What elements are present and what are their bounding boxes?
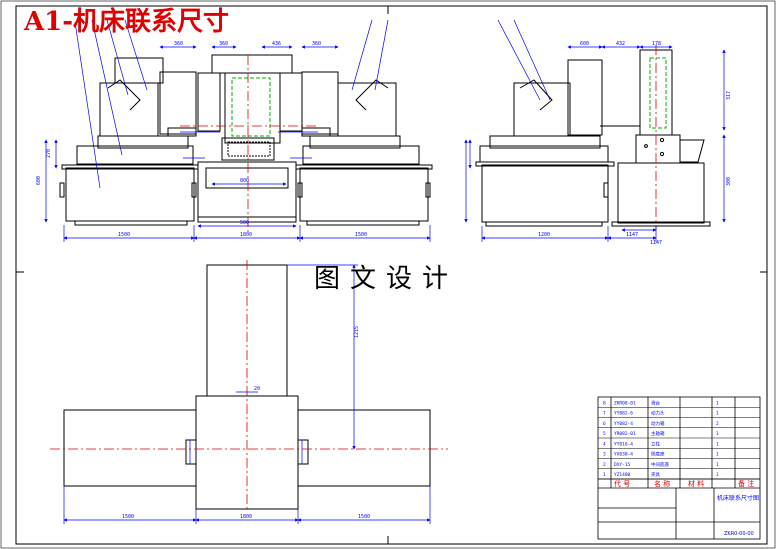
- plan-view-dim-text: 1500 1800 1500 1215 20: [122, 326, 370, 520]
- bom-cell-name: 侧底座: [651, 451, 665, 458]
- bom-cell-name: 动力箱: [651, 420, 665, 427]
- side-view-hidden-lines: [649, 57, 667, 129]
- bom-cell-name: 中间底座: [651, 461, 669, 468]
- bom-cell-qty: 2: [716, 421, 719, 427]
- bom-cell-no: 8: [603, 400, 606, 406]
- bom-cell-no: 2: [603, 462, 606, 468]
- bom-cell-qty: 1: [716, 411, 719, 417]
- svg-text:1500: 1500: [118, 232, 130, 238]
- svg-text:436: 436: [272, 41, 281, 47]
- bom-cell-no: 4: [603, 441, 606, 447]
- svg-text:600: 600: [36, 176, 42, 185]
- front-view: [59, 54, 433, 226]
- bom-cell-code: YX030-4: [614, 452, 633, 458]
- svg-text:1500: 1500: [355, 232, 367, 238]
- title-block: [597, 396, 761, 540]
- svg-text:432: 432: [616, 41, 625, 47]
- svg-text:1500: 1500: [358, 514, 370, 520]
- svg-text:材 料: 材 料: [688, 479, 704, 488]
- svg-text:1500: 1500: [122, 514, 134, 520]
- bom-cell-qty: 1: [716, 441, 719, 447]
- svg-text:代 号: 代 号: [614, 479, 630, 488]
- bom-cell-code: YY082-4: [614, 421, 633, 427]
- svg-text:800: 800: [240, 178, 249, 184]
- plan-view-centerlines: [50, 260, 448, 512]
- side-view: [475, 49, 711, 227]
- bom-cell-no: 6: [603, 421, 606, 427]
- front-view-centerlines: [180, 55, 316, 232]
- bom-rows: 8 ZKR08-01 滑台 1 7 YY082-6 动力头 1 6 YY082-4 动力箱 2 5 YR0…: [598, 399, 760, 480]
- title-block-text: 代 号 名 称 材 料 备 注 机床联系尺寸图 ZKR0-00-00: [614, 479, 759, 537]
- svg-text:360: 360: [312, 41, 321, 47]
- front-view-dim-text: 1500 1800 1500 500 800 360 360 436 360 2…: [36, 41, 367, 238]
- svg-text:1800: 1800: [240, 514, 252, 520]
- svg-text:机床联系尺寸图: 机床联系尺寸图: [717, 494, 759, 502]
- svg-text:备 注: 备 注: [738, 479, 754, 488]
- svg-text:1200: 1200: [538, 232, 550, 238]
- bom-cell-code: YY016-4: [614, 441, 633, 447]
- bom-cell-code: YR082-01: [614, 431, 636, 437]
- bom-cell-code: ZKR08-01: [614, 400, 636, 406]
- bom-cell-code: YZ1400: [614, 472, 631, 478]
- bom-cell-name: 动力头: [651, 410, 665, 417]
- svg-text:1147: 1147: [626, 232, 638, 238]
- bom-cell-no: 3: [603, 452, 606, 458]
- svg-text:317: 317: [726, 91, 732, 100]
- drawing-title: A1-机床联系尺寸: [24, 7, 230, 37]
- front-view-dimensions: [44, 19, 431, 242]
- bom-cell-no: 5: [603, 431, 606, 437]
- plan-view-dimensions: [63, 264, 431, 524]
- svg-text:360: 360: [219, 41, 228, 47]
- bom-cell-qty: 1: [716, 431, 719, 437]
- bom-cell-code: DXY-15: [614, 462, 631, 468]
- front-view-hidden-lines: [231, 77, 271, 137]
- svg-text:ZKR0-00-00: ZKR0-00-00: [724, 531, 754, 537]
- svg-text:20: 20: [254, 386, 260, 392]
- bom-cell-code: YY082-6: [614, 411, 633, 417]
- svg-text:300: 300: [726, 177, 732, 186]
- bom-cell-no: 7: [603, 411, 606, 417]
- svg-text:360: 360: [174, 41, 183, 47]
- svg-text:名 称: 名 称: [654, 479, 670, 488]
- bom-cell-no: 1: [603, 472, 606, 478]
- svg-text:270: 270: [46, 149, 52, 158]
- bom-cell-qty: 1: [716, 400, 719, 406]
- bom-cell-qty: 1: [716, 452, 719, 458]
- side-view-dimensions: [464, 19, 726, 242]
- svg-text:1215: 1215: [354, 326, 360, 338]
- bom-cell-name: 夹具: [651, 471, 660, 478]
- svg-text:1147: 1147: [650, 240, 662, 246]
- side-view-dim-text: 1200 1147 1147 600 432 178 317 300: [538, 41, 732, 246]
- svg-text:1800: 1800: [240, 232, 252, 238]
- bom-cell-qty: 1: [716, 462, 719, 468]
- bom-cell-name: 滑台: [651, 399, 660, 406]
- svg-text:500: 500: [240, 220, 249, 226]
- bom-cell-qty: 1: [716, 472, 719, 478]
- watermark: 图文设计: [314, 264, 459, 294]
- svg-text:178: 178: [652, 41, 661, 47]
- svg-text:600: 600: [580, 41, 589, 47]
- bom-cell-name: 立柱: [651, 440, 660, 447]
- bom-cell-name: 主轴箱: [651, 430, 665, 437]
